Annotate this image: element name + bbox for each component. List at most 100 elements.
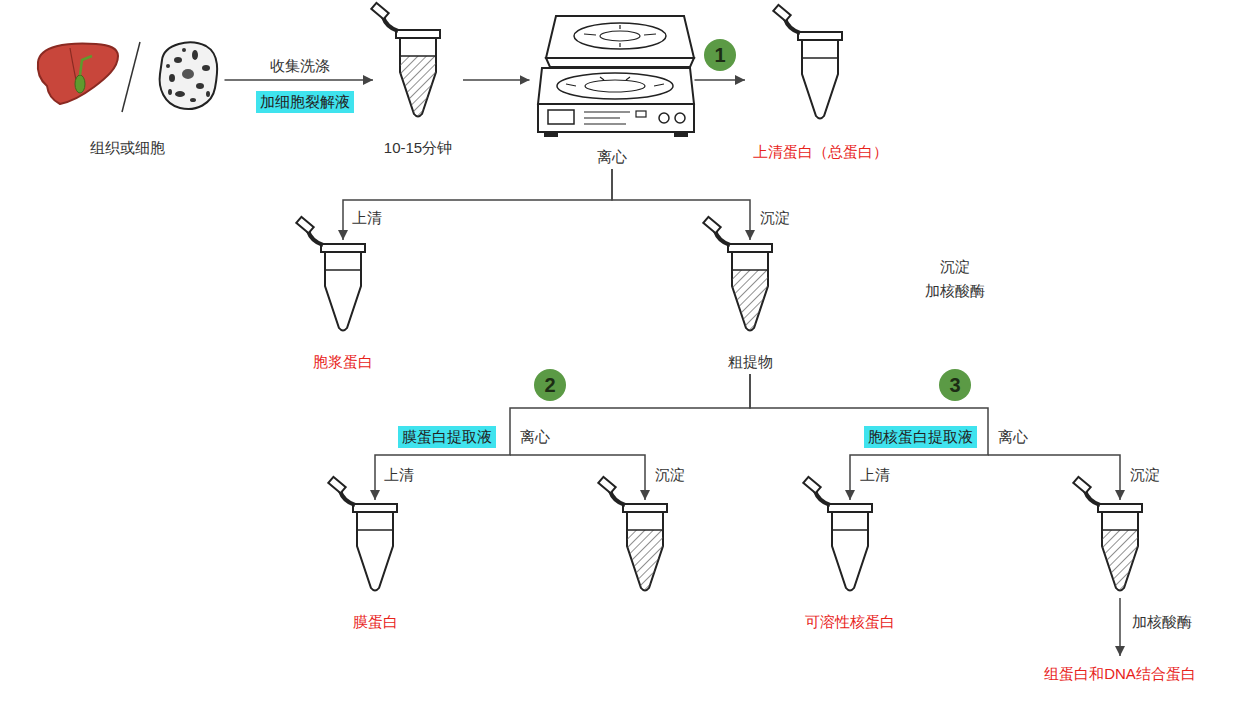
step-number: 3 (949, 375, 960, 395)
tube-nuclear (803, 477, 872, 591)
tube-total (773, 5, 842, 119)
step-circle (704, 39, 736, 71)
tube-membrane (328, 477, 397, 591)
tube-crude (703, 217, 772, 334)
tube-crude (703, 217, 772, 334)
tube-lysate (371, 3, 440, 120)
step-label: 离心 (520, 427, 550, 447)
reagent-label: 膜蛋白提取液 (398, 426, 496, 448)
cell-illustration (166, 64, 170, 68)
node-label: 膜蛋白 (353, 612, 398, 632)
leader-line (510, 455, 1120, 656)
connector (750, 374, 988, 500)
node-label: 上清蛋白（总蛋白） (753, 142, 888, 162)
leader-line (510, 455, 645, 500)
cell-illustration (160, 42, 218, 109)
tube-sediment-left (598, 477, 667, 594)
tube-node: 粗提物 (700, 240, 800, 374)
step-number: 2 (544, 375, 555, 395)
liver-illustration (70, 48, 76, 80)
branch-label: 沉淀 (1130, 465, 1160, 485)
cell-illustration (196, 83, 204, 89)
tube-sediment-right (1073, 477, 1142, 594)
connector (695, 79, 746, 81)
edge-label: 沉淀 (760, 208, 790, 228)
reagent-label: 胞核蛋白提取液 (864, 426, 977, 448)
centrifuge-illustration (659, 113, 669, 123)
centrifuge-illustration (636, 111, 646, 117)
tube-cytoplasm (296, 217, 365, 331)
liver-illustration (38, 44, 118, 104)
cell-illustration (175, 91, 185, 97)
step-number: 1 (714, 45, 725, 65)
tube-sediment-left (598, 477, 667, 594)
step-circle (939, 369, 971, 401)
centrifuge-illustration (557, 73, 673, 99)
step-label: 离心 (998, 427, 1028, 447)
cell-illustration (174, 57, 182, 63)
centrifuge-illustration (538, 16, 694, 136)
tube-node: 可溶性核蛋白 (790, 500, 910, 634)
cell-illustration (182, 69, 194, 79)
tube-node: 10-15分钟 (373, 12, 463, 160)
step-circle (534, 39, 971, 401)
centrifuge-illustration (546, 16, 694, 58)
centrifuge-node: 离心 (530, 12, 695, 169)
centrifuge-illustration (548, 110, 574, 124)
tube-lysate (371, 3, 440, 120)
edge-label: 上清 (384, 465, 414, 485)
cell-illustration (206, 91, 210, 97)
tube-sediment-right (1073, 477, 1142, 594)
reagent-label: 加细胞裂解液 (256, 91, 354, 113)
cell-illustration (190, 98, 196, 102)
tube-node: 膜蛋白 (325, 500, 425, 634)
branch-label: 沉淀 (655, 465, 685, 485)
node-label: 可溶性核蛋白 (805, 612, 895, 632)
product-label: 组蛋白和DNA结合蛋白 (1044, 664, 1196, 684)
leader-line (1119, 598, 1121, 656)
node-label: 10-15分钟 (384, 138, 452, 158)
node-label: 胞浆蛋白 (313, 352, 373, 372)
tube-total (773, 5, 842, 119)
node-label: 组织或细胞 (90, 138, 165, 158)
centrifuge-illustration (675, 113, 685, 123)
edge-label: 上清 (352, 208, 382, 228)
node-label: 离心 (597, 147, 627, 167)
slash-separator (122, 42, 140, 112)
leader-line (988, 455, 1120, 500)
centrifuge-illustration (545, 132, 557, 136)
centrifuge-illustration (584, 25, 656, 47)
cell-illustration (202, 65, 210, 71)
connector (225, 79, 374, 81)
tube-membrane (328, 477, 397, 591)
connector (343, 169, 612, 240)
liver-illustration (80, 56, 92, 75)
centrifuge-illustration (585, 80, 645, 92)
note-label: 沉淀 加核酸酶 (915, 255, 995, 303)
tube-node: 胞浆蛋白 (288, 240, 398, 374)
centrifuge-illustration (538, 104, 694, 132)
connector (375, 374, 750, 500)
source-node: 组织或细胞 (30, 30, 225, 160)
step-circle (534, 369, 566, 401)
node-label: 粗提物 (728, 352, 773, 372)
cell-illustration (192, 50, 198, 60)
cell-illustration (169, 74, 175, 82)
centrifuge-illustration (600, 31, 640, 41)
edge-label: 上清 (860, 465, 890, 485)
edge-label: 收集洗涤 (270, 56, 330, 76)
cell-illustration (160, 42, 218, 109)
cell-illustration (182, 48, 186, 52)
centrifuge-illustration (538, 68, 694, 104)
connector (463, 79, 530, 81)
step-label: 加核酸酶 (1132, 612, 1192, 632)
centrifuge-illustration (566, 77, 664, 86)
centrifuge-illustration (584, 112, 630, 124)
connector (612, 169, 750, 240)
slash-separator (122, 42, 140, 112)
cell-illustration (168, 89, 172, 95)
